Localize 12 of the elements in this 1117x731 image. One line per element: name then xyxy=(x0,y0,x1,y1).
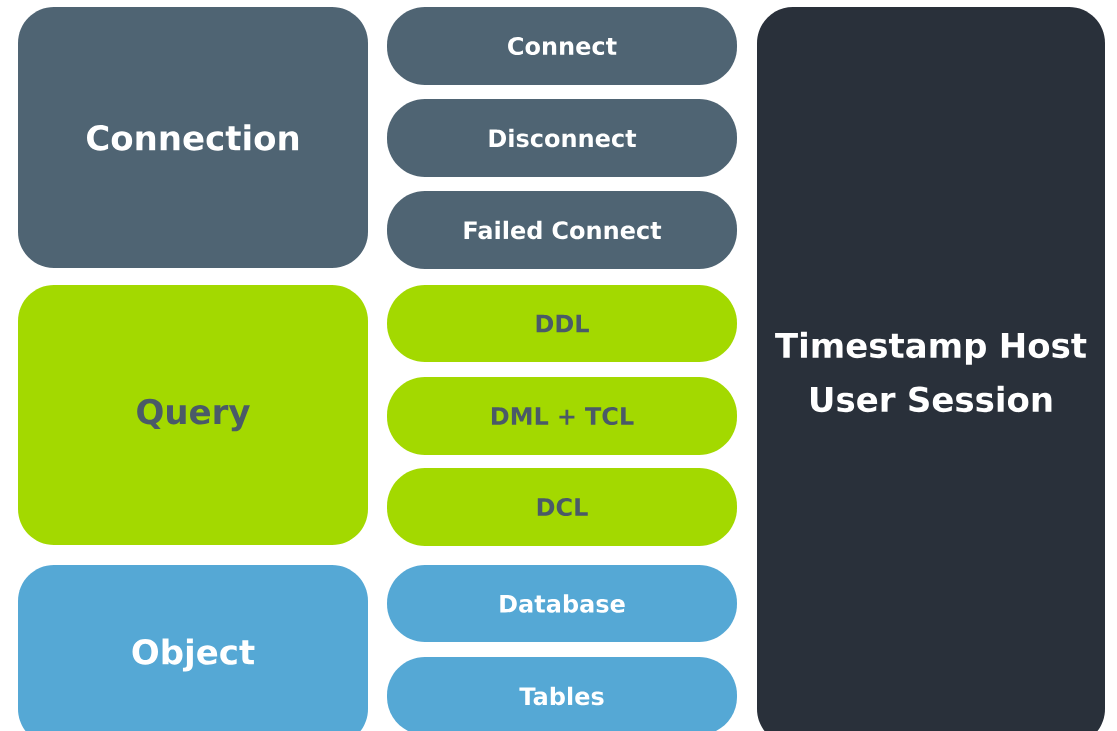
item-pill: Tables xyxy=(387,657,737,731)
category-box: Query xyxy=(18,285,368,545)
item-pill: Disconnect xyxy=(387,99,737,177)
category-box: Object xyxy=(18,565,368,731)
category-box: Connection xyxy=(18,7,368,268)
item-pill: Connect xyxy=(387,7,737,85)
item-pill: Database xyxy=(387,565,737,642)
item-pill: DML + TCL xyxy=(387,377,737,455)
attributes-panel: Timestamp Host User Session xyxy=(757,7,1105,731)
item-pill: DDL xyxy=(387,285,737,362)
item-pill: DCL xyxy=(387,468,737,546)
item-pill: Failed Connect xyxy=(387,191,737,269)
